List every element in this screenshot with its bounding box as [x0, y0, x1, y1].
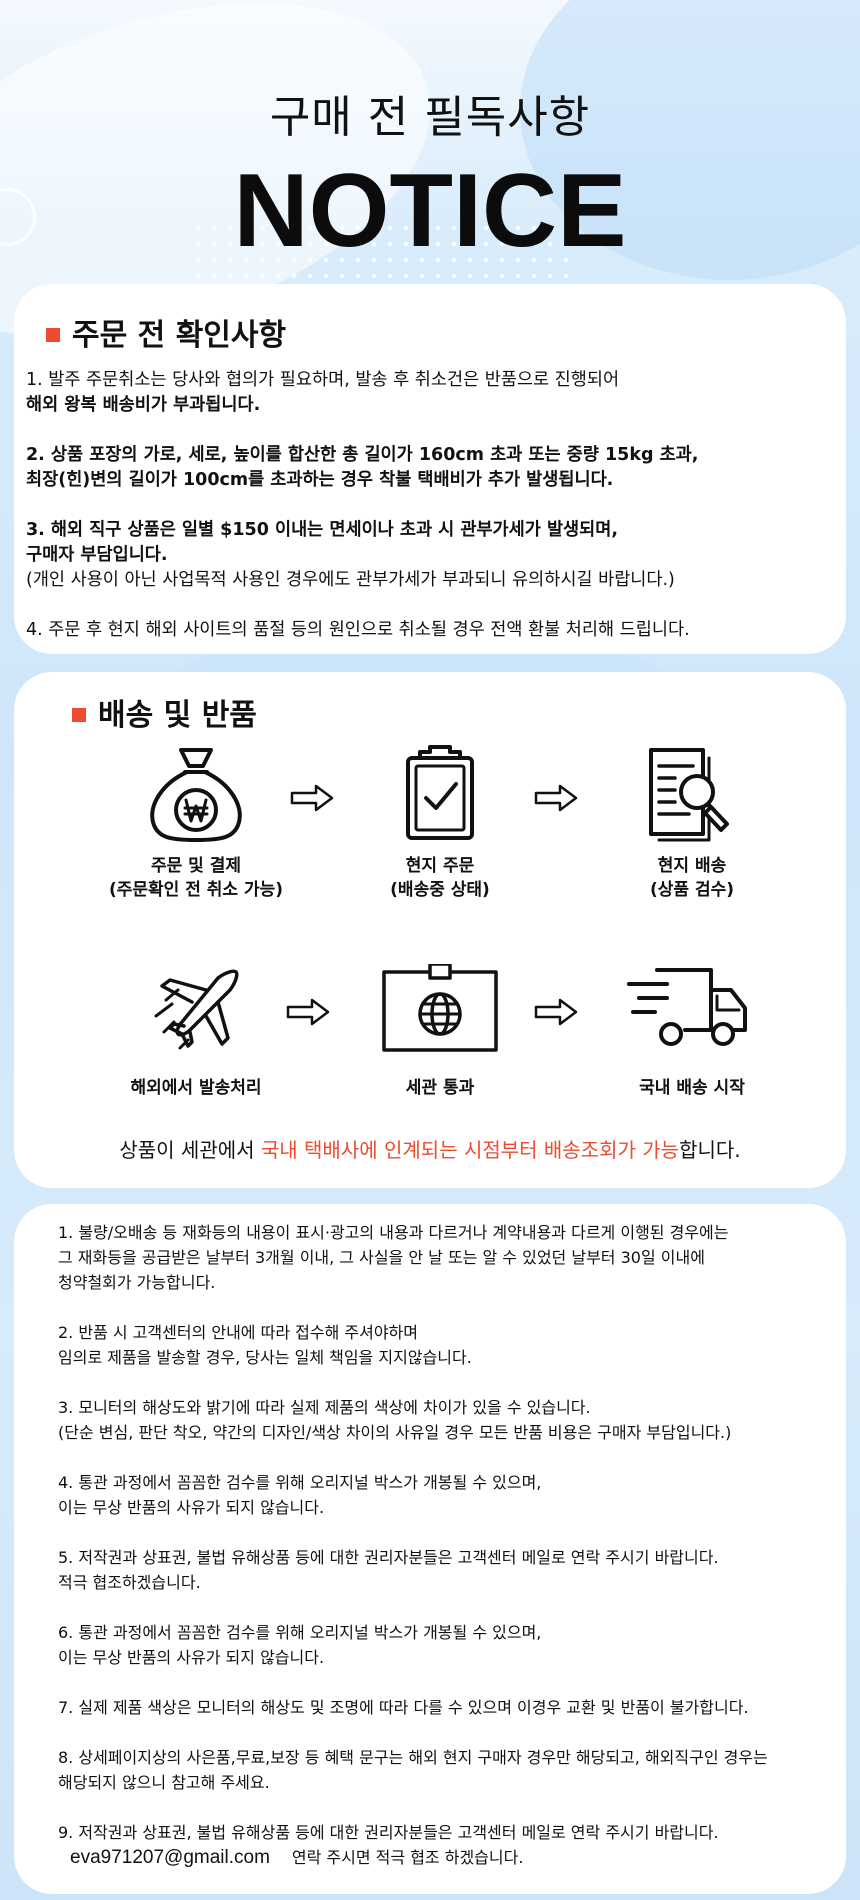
arrow-right-icon [290, 784, 334, 812]
document-search-icon [649, 748, 729, 842]
policy-item: 8. 상세페이지상의 사은품,무료,보장 등 혜택 문구는 해외 현지 구매자 … [58, 1745, 838, 1795]
page-subtitle: 구매 전 필독사항 [269, 92, 591, 143]
list-item: 1. 발주 주문취소는 당사와 협의가 필요하며, 발송 후 취소건은 반품으로… [26, 368, 826, 418]
policy-item-line: 이는 무상 반품의 사유가 되지 않습니다. [58, 1498, 325, 1517]
bullet-square-icon [46, 328, 60, 342]
policy-item: 4. 통관 과정에서 꼼꼼한 검수를 위해 오리지널 박스가 개봉될 수 있으며… [58, 1470, 838, 1520]
list-item-line: 2. 상품 포장의 가로, 세로, 높이를 합산한 총 길이가 160cm 초과… [26, 445, 699, 465]
tracking-text: 상품이 세관에서 [119, 1138, 261, 1162]
step-label-line: (주문확인 전 취소 가능) [108, 880, 284, 900]
clipboard-check-icon [406, 745, 474, 840]
step-label: 현지 배송 (상품 검수) [572, 854, 812, 902]
policy-item-line: 청약철회가 가능합니다. [58, 1273, 216, 1292]
contact-email[interactable]: eva971207@gmail.com [70, 1847, 270, 1868]
list-item-line: (개인 사용이 아닌 사업목적 사용인 경우에도 관부가세가 부과되니 유의하시… [26, 570, 675, 590]
step-label-line: 해외에서 발송처리 [130, 1078, 262, 1098]
arrow-right-icon [534, 998, 578, 1026]
shipping-card: 배송 및 반품 주문 및 결제 (주문확인 전 취소 가능) 현지 주문 (배송… [14, 672, 846, 1188]
page-title: NOTICE [233, 153, 627, 269]
arrow-right-icon [534, 784, 578, 812]
step-label-line: 주문 및 결제 [150, 856, 242, 876]
step-label-line: 국내 배송 시작 [639, 1078, 745, 1098]
step-label: 해외에서 발송처리 [76, 1076, 316, 1100]
list-item: 2. 상품 포장의 가로, 세로, 높이를 합산한 총 길이가 160cm 초과… [26, 443, 826, 493]
list-item-line: 1. 발주 주문취소는 당사와 협의가 필요하며, 발송 후 취소건은 반품으로… [26, 370, 620, 390]
step-label-line: 현지 배송 [657, 856, 727, 876]
policy-item: 3. 모니터의 해상도와 밝기에 따라 실제 제품의 색상에 차이가 있을 수 … [58, 1395, 838, 1445]
money-bag-won-icon [150, 748, 242, 842]
step-customs: 세관 통과 [320, 964, 560, 1100]
step-label-line: 현지 주문 [405, 856, 475, 876]
step-overseas-dispatch: 해외에서 발송처리 [76, 964, 316, 1100]
step-local-order: 현지 주문 (배송중 상태) [320, 744, 560, 902]
tracking-text: 합니다. [679, 1138, 741, 1162]
policy-item-line: 1. 불량/오배송 등 재화등의 내용이 표시·광고의 내용과 다르거나 계약내… [58, 1223, 729, 1242]
policy-item: 9. 저작권과 상표권, 불법 유해상품 등에 대한 권리자분들은 고객센터 메… [58, 1820, 838, 1845]
policy-item-line: 3. 모니터의 해상도와 밝기에 따라 실제 제품의 색상에 차이가 있을 수 … [58, 1398, 591, 1417]
policy-item-line: 6. 통관 과정에서 꼼꼼한 검수를 위해 오리지널 박스가 개봉될 수 있으며… [58, 1623, 542, 1642]
list-item-line: 4. 주문 후 현지 해외 사이트의 품절 등의 원인으로 취소될 경우 전액 … [26, 620, 690, 640]
policy-item: 5. 저작권과 상표권, 불법 유해상품 등에 대한 권리자분들은 고객센터 메… [58, 1545, 838, 1595]
policy-item-line: 적극 협조하겠습니다. [58, 1573, 201, 1592]
step-label: 국내 배송 시작 [572, 1076, 812, 1100]
tracking-notice: 상품이 세관에서 국내 택배사에 인계되는 시점부터 배송조회가 가능합니다. [14, 1134, 846, 1163]
policy-item: 6. 통관 과정에서 꼼꼼한 검수를 위해 오리지널 박스가 개봉될 수 있으며… [58, 1620, 838, 1670]
section-title-shipping: 배송 및 반품 [72, 690, 257, 734]
contact-line: eva971207@gmail.com 연락 주시면 적극 협조 하겠습니다. [70, 1845, 838, 1870]
tracking-highlight: 국내 택배사에 인계되는 시점부터 배송조회가 가능 [260, 1138, 680, 1162]
step-local-shipping: 현지 배송 (상품 검수) [572, 744, 812, 902]
step-label: 주문 및 결제 (주문확인 전 취소 가능) [76, 854, 316, 902]
step-label: 현지 주문 (배송중 상태) [320, 854, 560, 902]
return-policy-card: 1. 불량/오배송 등 재화등의 내용이 표시·광고의 내용과 다르거나 계약내… [14, 1204, 846, 1894]
contact-note: 연락 주시면 적극 협조 하겠습니다. [291, 1848, 524, 1867]
bullet-square-icon [72, 708, 86, 722]
list-item-line: 최장(힌)변의 길이가 100cm를 초과하는 경우 착불 택배비가 추가 발생… [26, 470, 614, 490]
step-order-payment: 주문 및 결제 (주문확인 전 취소 가능) [76, 744, 316, 902]
policy-item-line: 8. 상세페이지상의 사은품,무료,보장 등 혜택 문구는 해외 현지 구매자 … [58, 1748, 768, 1767]
customs-box-globe-icon [382, 964, 498, 1052]
policy-item: 7. 실제 제품 색상은 모니터의 해상도 및 조명에 따라 다를 수 있으며 … [58, 1695, 838, 1720]
list-item-line: 3. 해외 직구 상품은 일별 $150 이내는 면세이나 초과 시 관부가세가… [26, 520, 618, 540]
step-label-line: 세관 통과 [405, 1078, 475, 1098]
step-label-line: (배송중 상태) [390, 880, 490, 900]
page-header: 구매 전 필독사항 NOTICE [0, 88, 860, 266]
section-title-text: 주문 전 확인사항 [72, 318, 287, 353]
list-item-line: 구매자 부담입니다. [26, 545, 168, 565]
policy-item-line: (단순 변심, 판단 착오, 약간의 디자인/색상 차이의 사유일 경우 모든 … [58, 1423, 732, 1442]
policy-item-line: 4. 통관 과정에서 꼼꼼한 검수를 위해 오리지널 박스가 개봉될 수 있으며… [58, 1473, 542, 1492]
step-label: 세관 통과 [320, 1076, 560, 1100]
step-domestic-delivery: 국내 배송 시작 [572, 964, 812, 1100]
step-label-line: (상품 검수) [649, 880, 735, 900]
policy-item-line: 2. 반품 시 고객센터의 안내에 따라 접수해 주셔야하며 [58, 1323, 418, 1342]
policy-item-line: 9. 저작권과 상표권, 불법 유해상품 등에 대한 권리자분들은 고객센터 메… [58, 1823, 719, 1842]
arrow-right-icon [286, 998, 330, 1026]
policy-item-line: 해당되지 않으니 참고해 주세요. [58, 1773, 270, 1792]
list-item-line: 해외 왕복 배송비가 부과됩니다. [26, 395, 261, 415]
list-item: 3. 해외 직구 상품은 일별 $150 이내는 면세이나 초과 시 관부가세가… [26, 518, 826, 593]
list-item: 4. 주문 후 현지 해외 사이트의 품절 등의 원인으로 취소될 경우 전액 … [26, 618, 826, 643]
section-title-text: 배송 및 반품 [98, 698, 257, 733]
policy-list: 1. 불량/오배송 등 재화등의 내용이 표시·광고의 내용과 다르거나 계약내… [58, 1220, 838, 1870]
policy-item-line: 5. 저작권과 상표권, 불법 유해상품 등에 대한 권리자분들은 고객센터 메… [58, 1548, 719, 1567]
delivery-truck-icon [627, 968, 747, 1046]
policy-item-line: 임의로 제품을 발송할 경우, 당사는 일체 책임을 지지않습니다. [58, 1348, 472, 1367]
policy-item-line: 그 재화등을 공급받은 날부터 3개월 이내, 그 사실을 안 날 또는 알 수… [58, 1248, 705, 1267]
airplane-icon [154, 969, 239, 1050]
section-title-order-check: 주문 전 확인사항 [46, 310, 286, 354]
policy-item-line: 7. 실제 제품 색상은 모니터의 해상도 및 조명에 따라 다를 수 있으며 … [58, 1698, 749, 1717]
policy-item-line: 이는 무상 반품의 사유가 되지 않습니다. [58, 1648, 325, 1667]
order-check-card: 주문 전 확인사항 1. 발주 주문취소는 당사와 협의가 필요하며, 발송 후… [14, 284, 846, 654]
order-check-list: 1. 발주 주문취소는 당사와 협의가 필요하며, 발송 후 취소건은 반품으로… [26, 368, 826, 668]
policy-item: 1. 불량/오배송 등 재화등의 내용이 표시·광고의 내용과 다르거나 계약내… [58, 1220, 838, 1295]
